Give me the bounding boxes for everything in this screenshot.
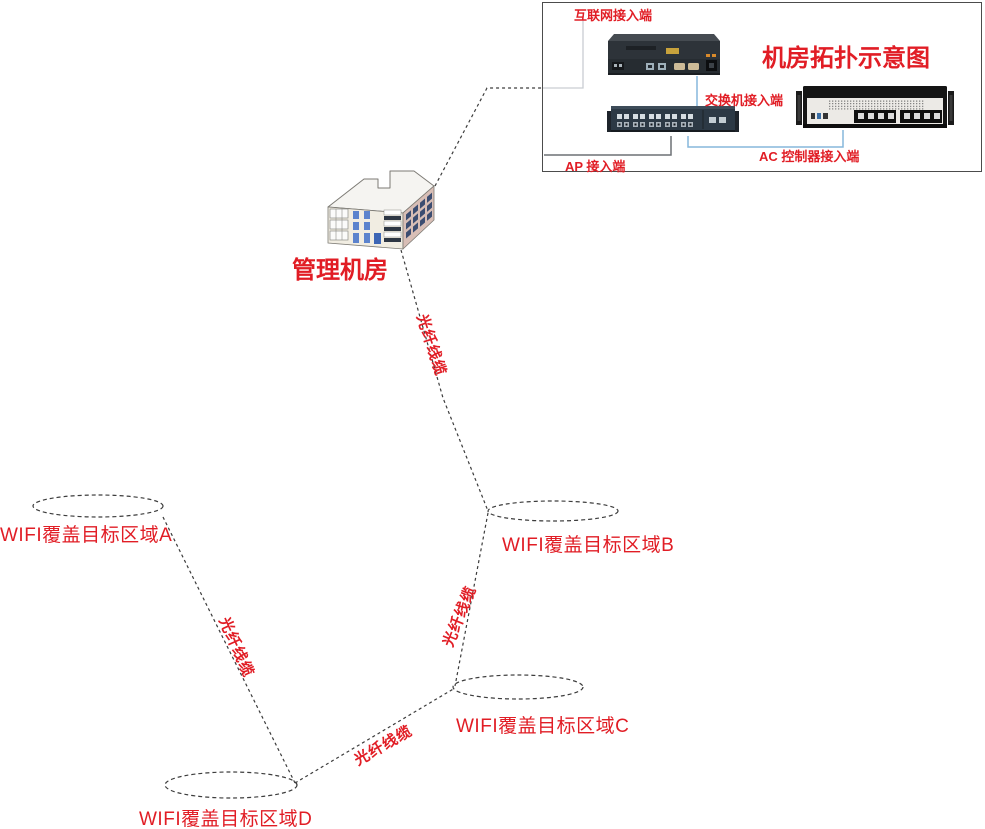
region-label-d: WIFI覆盖目标区域D <box>139 809 313 829</box>
ac-controller-device-icon <box>796 86 954 128</box>
ac-access-label: AC 控制器接入端 <box>759 149 860 164</box>
coverage-ellipse-b <box>487 500 619 522</box>
building-icon <box>327 170 435 250</box>
inset-title: 机房拓扑示意图 <box>762 45 930 72</box>
ap-access-label: AP 接入端 <box>565 159 626 174</box>
fiber-line-region-d-to-region-c <box>294 687 456 784</box>
fiber-label-a-to-d: 光纤线缆 <box>215 614 257 681</box>
line-building-to-inset <box>434 87 542 187</box>
switch-access-label: 交换机接入端 <box>705 93 784 108</box>
fiber-label-d-to-c: 光纤线缆 <box>351 722 416 770</box>
building-label: 管理机房 <box>292 257 388 284</box>
switch-device-icon <box>607 106 739 132</box>
router-device-icon <box>608 34 720 75</box>
internet-access-label: 互联网接入端 <box>574 8 653 23</box>
fiber-label-b-to-c: 光纤线缆 <box>440 583 480 650</box>
coverage-ellipse-a <box>32 494 164 518</box>
region-label-a: WIFI覆盖目标区域A <box>0 525 173 546</box>
region-label-b: WIFI覆盖目标区域B <box>502 535 675 556</box>
region-label-c: WIFI覆盖目标区域C <box>456 716 630 737</box>
coverage-ellipse-d <box>164 771 298 799</box>
fiber-label-building-to-b: 光纤线缆 <box>413 312 450 379</box>
fiber-line-building-to-region-b <box>400 249 489 512</box>
coverage-ellipse-c <box>452 674 584 700</box>
